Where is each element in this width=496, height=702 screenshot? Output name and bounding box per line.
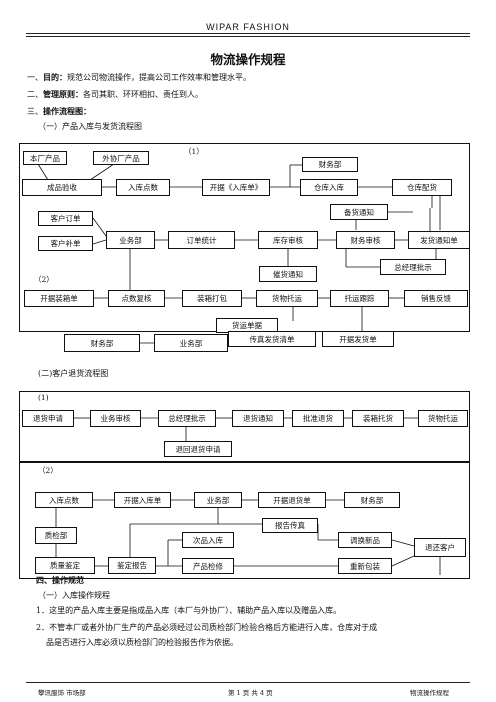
section-purpose: 一、目的：规范公司物流操作，提高公司工作效率和管理水平。 bbox=[27, 72, 251, 83]
box-reminder: 催货通知 bbox=[259, 266, 317, 282]
box-cargo-consign: 货物托运 bbox=[418, 410, 468, 427]
box-customer-order: 客户订单 bbox=[38, 211, 93, 226]
box-issue-receipt: 开据《入库单》 bbox=[202, 179, 270, 196]
box-return-customer: 退还客户 bbox=[414, 538, 466, 557]
rule-1: 1．这里的产品入库主要是指成品入库（本厂与外协厂）、辅助产品入库以及赠品入库。 bbox=[36, 606, 342, 615]
section-head: 管理原则： bbox=[43, 89, 83, 99]
page-title: 物流操作规程 bbox=[210, 52, 286, 67]
flow2-label-2: （2） bbox=[38, 466, 58, 475]
box-recount: 点数复核 bbox=[108, 290, 165, 307]
flow2-label-1: (1) bbox=[38, 393, 49, 402]
box-issue-in: 开据入库单 bbox=[114, 492, 171, 508]
flow2-part1-frame bbox=[19, 391, 470, 463]
box-finance2: 财务部 bbox=[344, 492, 400, 508]
box-qc-judge: 质量鉴定 bbox=[35, 557, 95, 574]
box-return-req: 退货申请 bbox=[22, 410, 74, 427]
footer-left: 攀讯服饰 市场部 bbox=[38, 689, 86, 697]
rule-2-line2: 品是否进行入库必须以质检部门的检验报告作为依据。 bbox=[46, 638, 238, 647]
section-head: 目的： bbox=[43, 72, 67, 82]
box-qc: 成品验收 bbox=[22, 179, 102, 196]
box-reject-return: 退回退货申请 bbox=[164, 441, 232, 457]
footer-page: 第 1 页 共 4 页 bbox=[228, 689, 273, 697]
footer-rule bbox=[26, 682, 470, 683]
box-stock-notice: 备货通知 bbox=[330, 204, 388, 220]
flow2-part2-frame bbox=[19, 461, 470, 579]
box-fax-ship: 传真发货清单 bbox=[228, 331, 316, 347]
box-in-count: 入库点数 bbox=[35, 492, 93, 508]
box-ship-notice: 发货通知单 bbox=[408, 231, 470, 249]
section-num: 三、 bbox=[27, 107, 43, 116]
section-head: 操作流程图： bbox=[43, 106, 91, 116]
section-num: 二、 bbox=[27, 90, 43, 99]
box-order-stats: 订单统计 bbox=[168, 231, 235, 249]
section-flowcharts: 三、操作流程图： bbox=[27, 106, 91, 117]
section-principle: 二、管理原则：各司其职、环环相扣、责任到人。 bbox=[27, 89, 203, 100]
box-customer-replenish: 客户补单 bbox=[38, 236, 93, 251]
box-consign: 货物托运 bbox=[256, 290, 318, 307]
footer-right: 物流操作规程 bbox=[410, 689, 449, 697]
header-rule-top bbox=[26, 33, 470, 34]
box-own-factory: 本厂产品 bbox=[23, 151, 67, 165]
box-issue-return: 开据退货单 bbox=[258, 492, 326, 508]
box-box-consign: 装箱托货 bbox=[352, 410, 404, 427]
flow1-label-1: （1） bbox=[184, 147, 204, 156]
section-operating-rules: 四、操作规范 bbox=[36, 575, 84, 586]
box-product-inspect: 产品检修 bbox=[182, 558, 234, 574]
box-sales-audit: 业务审核 bbox=[90, 410, 141, 427]
section-head: 操作规范 bbox=[52, 575, 84, 585]
box-sales-dept: 业务部 bbox=[106, 231, 155, 249]
box-sales-dept2: 业务部 bbox=[194, 492, 242, 508]
box-warehouse-in: 仓库入库 bbox=[300, 179, 358, 196]
section-num: 四、 bbox=[36, 575, 52, 585]
subsection-returns: (二)客户退货流程图 bbox=[38, 369, 109, 378]
box-finance-audit: 财务审核 bbox=[336, 231, 395, 249]
box-judge-report: 鉴定报告 bbox=[108, 557, 156, 574]
box-pack-box: 装箱打包 bbox=[182, 290, 242, 307]
box-issue-ship: 开据发货单 bbox=[322, 331, 394, 347]
subsection-inbound-outbound: （一）产品入库与发货流程图 bbox=[38, 122, 142, 131]
box-outsource-factory: 外协厂产品 bbox=[93, 151, 149, 165]
box-sales-bottom: 业务部 bbox=[154, 334, 228, 352]
box-packing-list: 开据装箱单 bbox=[24, 290, 94, 307]
box-defect-in: 次品入库 bbox=[182, 532, 234, 548]
box-gm-approve: 总经理批示 bbox=[158, 410, 216, 427]
box-repack: 重新包装 bbox=[338, 558, 392, 574]
box-sales-feedback: 销售反馈 bbox=[404, 290, 468, 307]
section-text: 各司其职、环环相扣、责任到人。 bbox=[83, 90, 203, 99]
header-brand: WIPAR FASHION bbox=[206, 22, 290, 32]
flow1-label-2: （2） bbox=[34, 275, 54, 284]
section-text: 规范公司物流操作，提高公司工作效率和管理水平。 bbox=[67, 73, 251, 82]
box-stock-count: 入库点数 bbox=[116, 179, 170, 196]
box-replace-new: 调换新品 bbox=[338, 532, 392, 548]
rule-2-line1: 2．不管本厂或者外协厂生产的产品必须经过公司质检部门检验合格后方能进行入库，仓库… bbox=[36, 623, 378, 632]
box-warehouse-dist: 仓库配货 bbox=[392, 179, 452, 196]
box-report-fax: 报告传真 bbox=[262, 518, 318, 533]
box-approve-return: 批准退货 bbox=[292, 410, 344, 427]
box-inventory-audit: 库存审核 bbox=[258, 231, 318, 249]
box-track: 托运跟踪 bbox=[330, 290, 389, 307]
box-return-notice: 退货通知 bbox=[232, 410, 284, 427]
section-num: 一、 bbox=[27, 73, 43, 82]
box-finance-top: 财务部 bbox=[302, 157, 358, 172]
box-gm-approval: 总经理批示 bbox=[380, 259, 446, 275]
subsection-inbound-rules: （一）入库操作规程 bbox=[38, 591, 110, 600]
box-qc-dept: 质检部 bbox=[35, 527, 77, 544]
header-rule-bottom bbox=[26, 36, 470, 37]
box-finance-bottom: 财务部 bbox=[64, 334, 140, 352]
